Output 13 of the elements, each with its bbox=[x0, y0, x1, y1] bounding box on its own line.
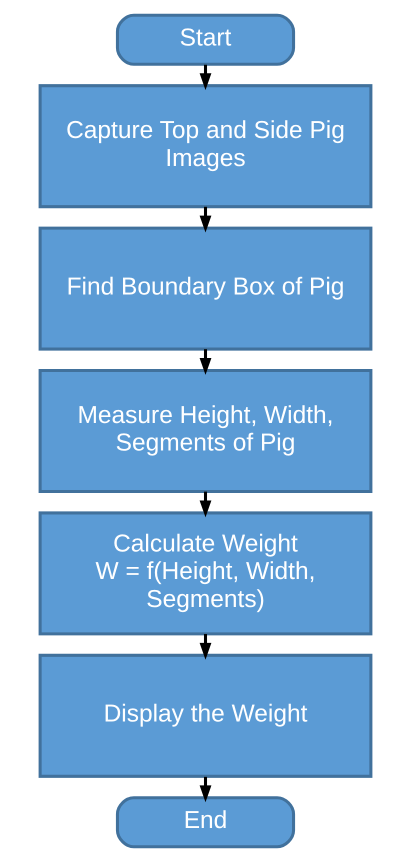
arrow bbox=[200, 634, 212, 660]
arrow bbox=[200, 776, 212, 802]
arrow bbox=[200, 64, 212, 90]
node-box: Measure Height, Width, Segments of Pig bbox=[38, 368, 372, 494]
arrow bbox=[200, 492, 212, 518]
arrow bbox=[200, 206, 212, 233]
node-box: Display the Weight bbox=[38, 654, 372, 778]
arrow bbox=[200, 349, 212, 375]
node-box: Start bbox=[116, 14, 296, 66]
node-box: Find Boundary Box of Pig bbox=[38, 226, 372, 351]
node-box: Calculate Weight W = f(Height, Width, Segments) bbox=[38, 511, 372, 636]
node-box: End bbox=[116, 796, 296, 848]
node-box: Capture Top and Side Pig Images bbox=[38, 84, 372, 208]
